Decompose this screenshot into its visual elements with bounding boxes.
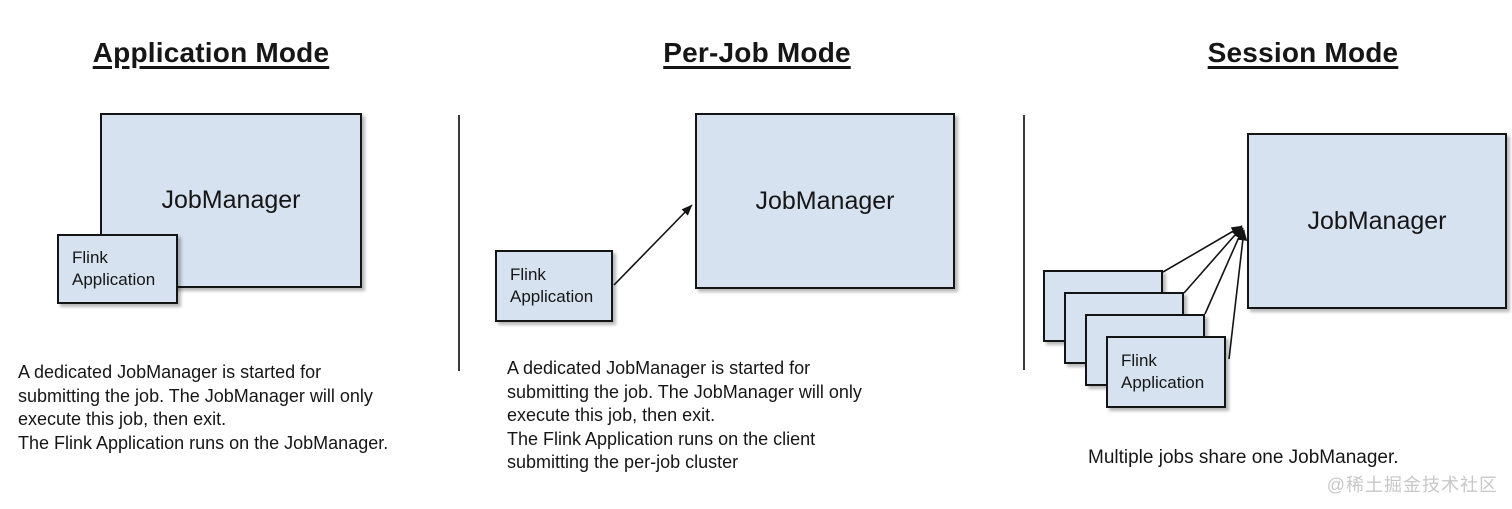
per-job-mode-flink-application-label: Flink Application	[510, 265, 594, 306]
session-job-arrow-1	[1162, 225, 1243, 273]
application-mode-jobmanager-box: JobManager	[100, 113, 362, 288]
title-application-mode: Application Mode	[92, 37, 330, 68]
session-job-arrow-2	[1183, 226, 1243, 294]
application-mode-flink-application-label: Flink Application	[72, 248, 156, 289]
per-job-mode-jobmanager-box: JobManager	[695, 113, 955, 289]
watermark: @稀土掘金技术社区	[1326, 475, 1498, 495]
application-mode-flink-application-box: Flink Application	[57, 234, 178, 304]
per-job-submit-arrow	[613, 204, 693, 286]
session-job-arrow-4	[1228, 229, 1248, 360]
per-job-mode-description: A dedicated JobManager is started for su…	[507, 358, 862, 472]
session-mode-description: Multiple jobs share one JobManager.	[1088, 447, 1399, 468]
title-session-mode: Session Mode	[1207, 37, 1399, 68]
session-mode-jobmanager-label: JobManager	[1307, 206, 1447, 235]
per-job-mode-jobmanager-label: JobManager	[755, 186, 895, 215]
application-mode-description: A dedicated JobManager is started for su…	[18, 362, 389, 453]
per-job-mode-flink-application-box: Flink Application	[495, 250, 613, 322]
session-mode-flink-application-label: Flink Application	[1121, 351, 1205, 392]
session-mode-flink-application-box: Flink Application	[1106, 336, 1226, 408]
application-mode-jobmanager-label: JobManager	[161, 186, 301, 214]
session-mode-jobmanager-box: JobManager	[1247, 133, 1507, 309]
session-job-arrow-3	[1204, 227, 1244, 315]
title-per-job-mode: Per-Job Mode	[663, 37, 851, 68]
